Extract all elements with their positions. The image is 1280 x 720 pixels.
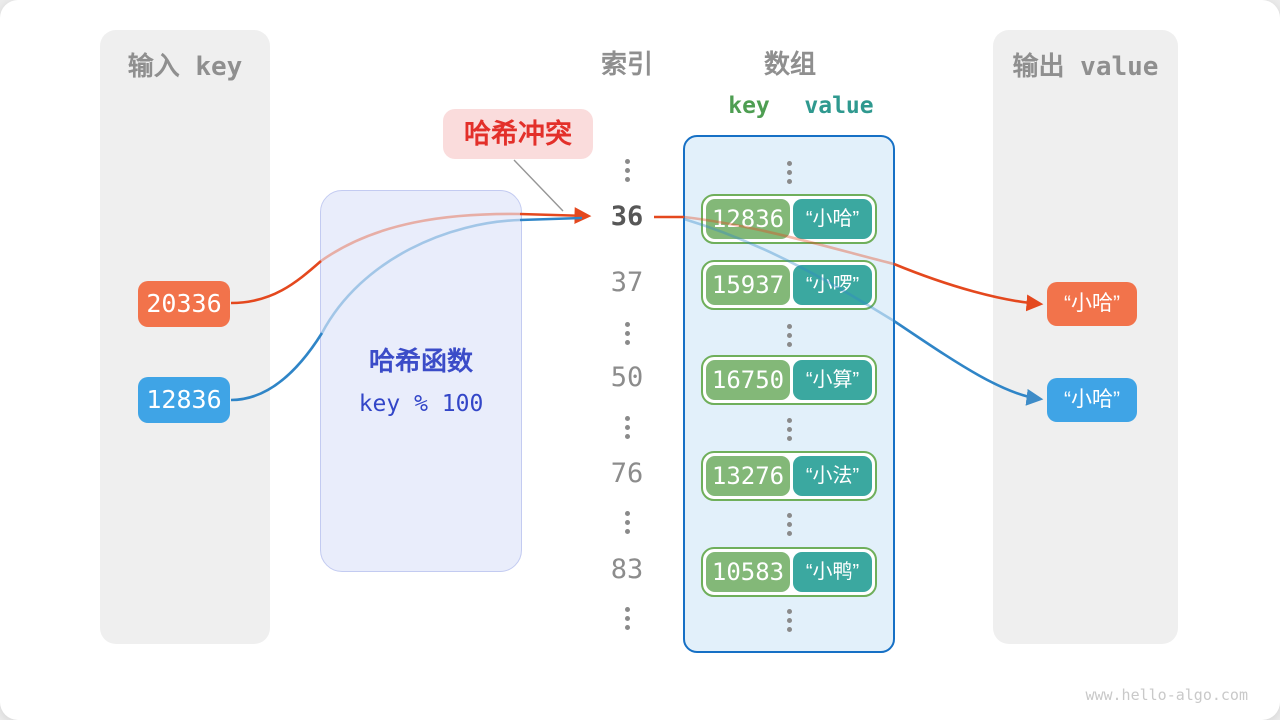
index-ellipsis (585, 604, 669, 632)
hash-function-title: 哈希函数 (368, 346, 473, 376)
array-key-header: key (728, 93, 770, 119)
array-ellipsis (685, 606, 893, 634)
index-37: 37 (610, 267, 644, 298)
array-ellipsis (685, 415, 893, 443)
input-key-12836: 12836 (138, 377, 230, 423)
hash-function-formula: key % 100 (358, 391, 484, 417)
watermark-url: www.hello-algo.com (1085, 686, 1248, 704)
output-value-title: 输出 value (1012, 52, 1159, 82)
index-76: 76 (610, 458, 644, 489)
array-pair-15937: 15937“小啰” (701, 260, 877, 310)
array-ellipsis (685, 510, 893, 538)
index-ellipsis (585, 413, 669, 441)
index-83: 83 (610, 554, 644, 585)
array-pair-13276: 13276“小法” (701, 451, 877, 501)
pair-value: “小哈” (793, 199, 872, 239)
pair-key: 15937 (706, 265, 790, 305)
input-key-panel: 输入 key (100, 30, 270, 644)
pair-value: “小鸭” (793, 552, 872, 592)
pair-value: “小法” (793, 456, 872, 496)
arrow-blue-to-index36 (519, 216, 583, 222)
input-key-20336: 20336 (138, 281, 230, 327)
index-ellipsis (585, 319, 669, 347)
index-36: 36 (610, 201, 644, 232)
output-value-blue: “小哈” (1047, 378, 1137, 422)
array-pair-10583: 10583“小鸭” (701, 547, 877, 597)
array-pair-12836: 12836“小哈” (701, 194, 877, 244)
array-ellipsis (685, 158, 893, 186)
array-ellipsis (685, 321, 893, 349)
pair-key: 10583 (706, 552, 790, 592)
pair-key: 12836 (706, 199, 790, 239)
pair-key: 16750 (706, 360, 790, 400)
output-value-panel: 输出 value (993, 30, 1178, 644)
array-column-title: 数组 (763, 50, 816, 80)
collision-pointer-line (513, 159, 564, 212)
array-value-header: value (804, 93, 874, 119)
pair-value: “小啰” (793, 265, 872, 305)
input-key-title: 输入 key (127, 52, 243, 82)
hash-collision-label: 哈希冲突 (443, 109, 593, 159)
index-ellipsis (585, 156, 669, 184)
pair-key: 13276 (706, 456, 790, 496)
index-column-title: 索引 (600, 50, 653, 80)
array-pair-16750: 16750“小算” (701, 355, 877, 405)
hash-function-box: 哈希函数 key % 100 (320, 190, 522, 572)
index-ellipsis (585, 508, 669, 536)
index-50: 50 (610, 362, 644, 393)
arrow-orange-to-index36 (519, 207, 592, 225)
pair-value: “小算” (793, 360, 872, 400)
array-box: 12836“小哈”15937“小啰”16750“小算”13276“小法”1058… (683, 135, 895, 653)
index-column: 36 37 50 76 83 (585, 135, 669, 655)
output-value-orange: “小哈” (1047, 282, 1137, 326)
